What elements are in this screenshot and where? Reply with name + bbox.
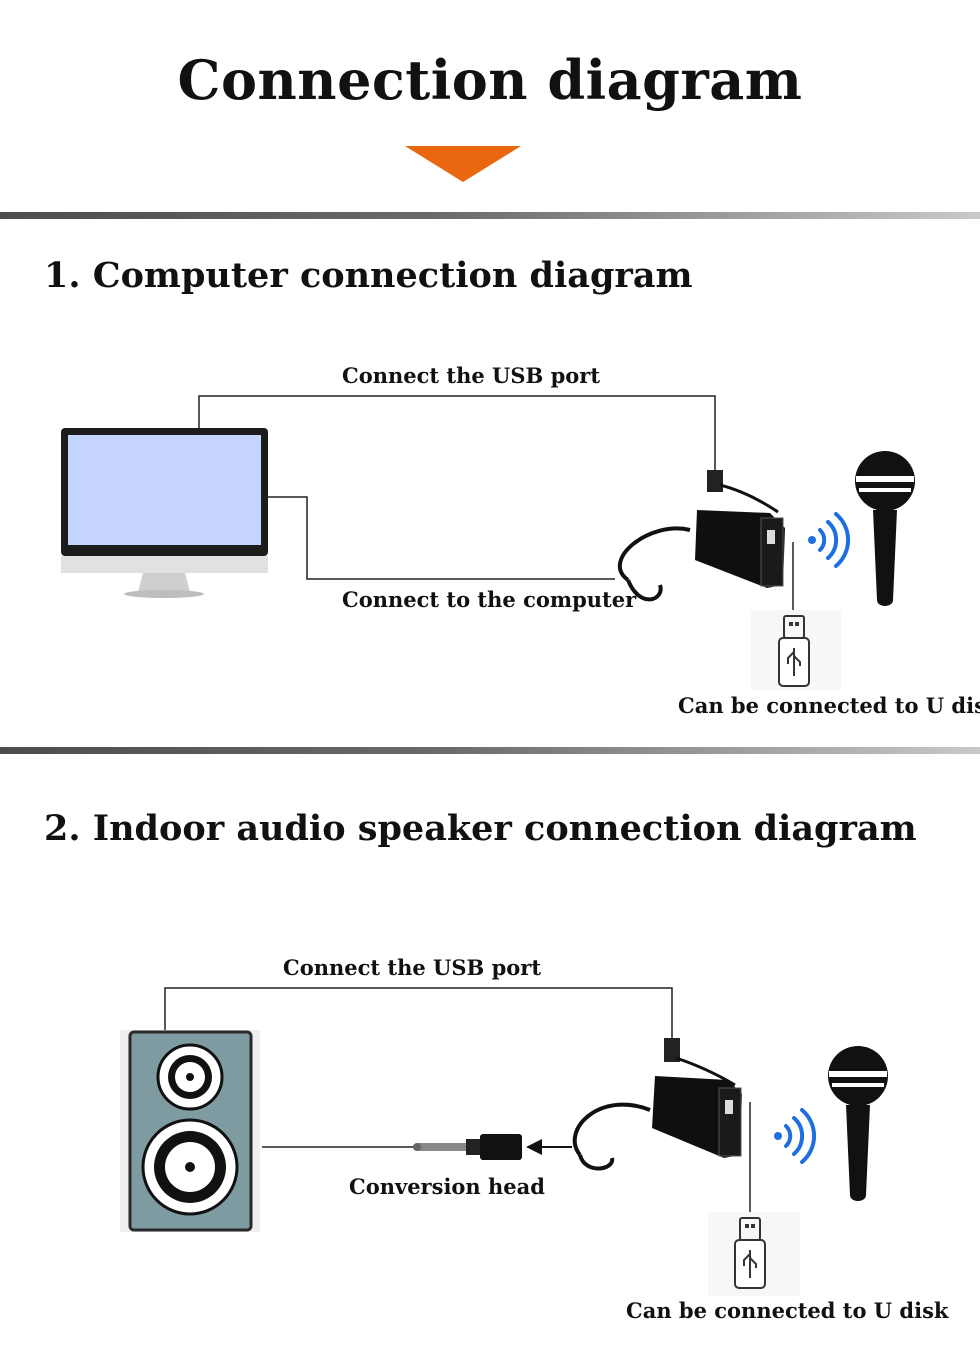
- usb-cable-line-2: [164, 987, 673, 1040]
- conversion-head-label: Conversion head: [349, 1174, 545, 1199]
- section-divider-2: [0, 747, 980, 754]
- receiver-device-icon: [618, 470, 785, 602]
- speaker-icon: [120, 1030, 260, 1232]
- udisk-label: Can be connected to U disk: [678, 693, 980, 718]
- udisk-label-2: Can be connected to U disk: [626, 1298, 949, 1323]
- section-divider: [0, 212, 980, 219]
- usb-port-label: Connect the USB port: [342, 363, 601, 388]
- computer-connect-label: Connect to the computer: [342, 587, 637, 612]
- usb-flash-drive-icon: [751, 610, 841, 690]
- usb-cable-line: [198, 395, 716, 472]
- computer-cable-line: [268, 496, 615, 580]
- microphone-icon-2: [828, 1046, 888, 1201]
- left-arrow-icon: [526, 1139, 572, 1155]
- wireless-signal-icon: [808, 512, 851, 568]
- section-2-title: 2. Indoor audio speaker connection diagr…: [44, 808, 917, 849]
- section-1-title: 1. Computer connection diagram: [44, 255, 693, 296]
- wireless-signal-icon-2: [774, 1108, 817, 1164]
- receiver-device-icon-2: [572, 1038, 742, 1171]
- usb-flash-drive-icon-2: [708, 1212, 800, 1296]
- microphone-icon: [855, 451, 915, 606]
- conversion-plug-icon: [413, 1134, 522, 1160]
- usb-port-label-2: Connect the USB port: [283, 955, 542, 980]
- monitor-icon: [61, 428, 268, 598]
- page-title: Connection diagram: [177, 48, 803, 112]
- orange-down-arrow-icon: [405, 146, 521, 182]
